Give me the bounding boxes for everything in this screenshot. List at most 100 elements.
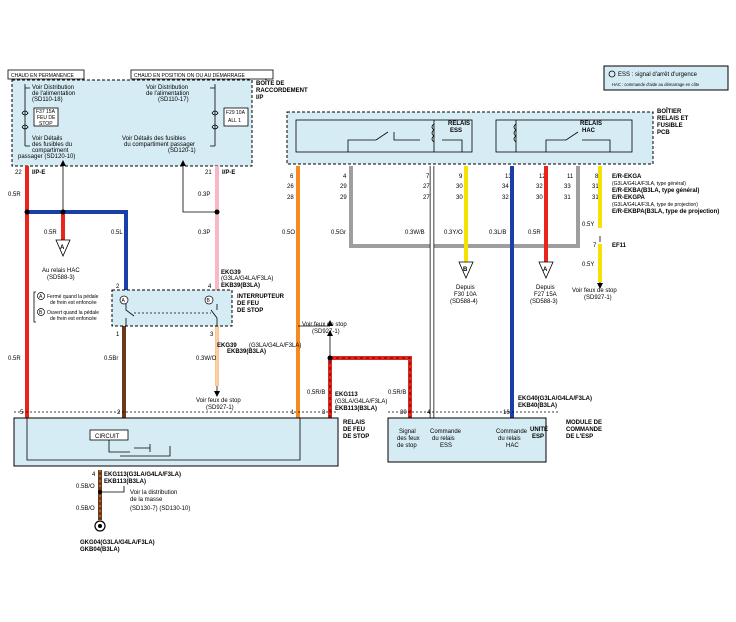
ground-label-1: GKG04(G3LA/G4LA/F3LA): [80, 540, 155, 546]
label-chaud-permanence: CHAUD EN PERMANENCE: [11, 73, 74, 79]
wire-label-05R: 0.5R: [8, 192, 21, 198]
marker-b-f30: B: [463, 267, 468, 273]
rb-pin-r1-3: 9: [459, 174, 463, 180]
brake-relay: CIRCUIT 5 2 1 3 EKG113 (G3LA/G4LA/F3LA) …: [13, 392, 387, 485]
esp-unit-2: ESP: [532, 434, 544, 440]
sw-conn-top-1: EKG39: [221, 270, 241, 276]
rb-pin-ef: 7: [593, 243, 597, 249]
esp-title-3: DE L'ESP: [566, 434, 593, 440]
jb-conn-left: I/P-E: [32, 170, 45, 176]
rb-title-2: RELAIS ET: [657, 116, 689, 122]
jb-conn-right: I/P-E: [222, 170, 235, 176]
rb-pin-r3-0: 28: [287, 195, 294, 201]
rb-pin-r3-3: 30: [456, 195, 463, 201]
sw-pin-2: 2: [116, 284, 120, 290]
rb-pin-r2-5: 32: [536, 184, 543, 190]
wire-label-05RB-b: 0.5R/B: [388, 390, 406, 396]
rb-pin-r1-7: 8: [595, 174, 599, 180]
rb-pin-r2-0: 26: [287, 184, 294, 190]
rb-pin-r1-1: 4: [343, 174, 347, 180]
sw-title-2: DE FEU: [237, 301, 259, 307]
sw-conn-bot-1: EKG39: [217, 343, 237, 349]
esp-title-1: MODULE DE: [566, 420, 602, 426]
esp-pin-4: 4: [427, 410, 431, 416]
jb-fuse-left-name-1: FEU DE: [37, 115, 56, 121]
ref-f27-1: Depuis: [536, 285, 555, 291]
relay-pin-4: 4: [92, 472, 96, 478]
sw-conn-bot-3: EKB39(B3LA): [227, 349, 266, 355]
relay-pin-3: 3: [322, 410, 326, 416]
ref-masse-3: (SD130-7) (SD130-10): [130, 506, 190, 512]
marker-a-hac: A: [60, 245, 65, 251]
rb-pin-r1-5: 12: [539, 174, 546, 180]
esp-col1-2: des feux: [397, 436, 420, 442]
relay-conn-top-1: EKG113: [335, 392, 358, 398]
rb-title-3: FUSIBLE: [657, 123, 683, 129]
esp-col2-1: Commande: [430, 429, 462, 435]
jb-fuse-left-name-2: STOP: [39, 121, 53, 127]
esp-col3-3: HAC: [506, 443, 519, 449]
esp-col1-1: Signal: [399, 429, 416, 435]
triangle-b-f30: [458, 261, 474, 279]
esp-col2-2: du relais: [432, 436, 455, 442]
legend-hac: HAC : commande d'aide au démarrage en cô…: [612, 82, 700, 87]
sw-conn-bot-2: (G3LA/G4LA/F3LA): [249, 343, 301, 349]
rb-conn-2: (G3LA/G4LA/F3LA, type général): [612, 181, 686, 187]
wire-label-03P-top: 0.3P: [198, 192, 210, 198]
relay-circuit-label: CIRCUIT: [95, 434, 120, 440]
rb-title-1: BOÎTIER: [657, 107, 682, 115]
relay-title-2: DE FEU: [343, 427, 365, 433]
wire-label-05R-relay: 0.5R: [528, 230, 541, 236]
legend: ESS : signal d'arrêt d'urgence HAC : com…: [603, 65, 729, 91]
wire-label-05BO-b: 0.5B/O: [76, 506, 95, 512]
wire-label-03P: 0.3P: [198, 230, 210, 236]
relay-conn-top-2: (G3LA/G4LA/F3LA): [335, 399, 387, 405]
relay-box: BOÎTIER RELAIS ET FUSIBLE PCB RELAIS ESS…: [286, 107, 719, 215]
ref-feux-sw-2: (SD927-1): [206, 405, 234, 411]
relay-hac-label-2: HAC: [582, 128, 596, 134]
relay-ess-label-1: RELAIS: [448, 121, 470, 127]
wire-label-05R-hac: 0.5R: [44, 230, 57, 236]
wires: [24, 160, 603, 520]
jb-right-details-2: du compartiment passager: [124, 142, 195, 148]
esp-col1-3: de stop: [397, 443, 417, 449]
jb-left-details-1: Voir Détails: [32, 136, 62, 142]
ref-masse-1: Voir la distribution: [130, 490, 177, 496]
label-chaud-position: CHAUD EN POSITION ON OU AU DÉMARRAGE: [134, 72, 246, 79]
rb-pin-r2-1: 29: [340, 184, 347, 190]
jb-title-3: I/P: [256, 95, 263, 101]
ref-f30-2: F30 10A: [454, 292, 477, 298]
ref-f30-1: Depuis: [456, 285, 475, 291]
wire-label-03WO: 0.3W/O: [196, 356, 217, 362]
rb-pin-r1-6: 11: [567, 174, 574, 180]
jb-right-dist-2: de l'alimentation: [146, 91, 189, 97]
rb-title-4: PCB: [657, 130, 670, 136]
jb-right-dist-1: Voir Distribution: [146, 85, 188, 91]
esp-col2-3: ESS: [440, 443, 452, 449]
rb-conn-6: E/R-EKBPA(B3LA, type de projection): [612, 209, 719, 215]
ref-f30-3: (SD588-4): [450, 299, 478, 305]
esp-unit-1: UNITÉ: [530, 425, 548, 433]
wire-label-05Y-1: 0.5Y: [582, 222, 594, 228]
relay-title-1: RELAIS: [343, 420, 365, 426]
jb-title-1: BOÎTE DE: [256, 79, 284, 87]
relay-box-pins: 6 4 7 9 13 12 11 8 26 29 27 30 34 32 33 …: [287, 174, 599, 201]
relay-pin-5: 5: [20, 410, 24, 416]
jb-fuse-right-rating: F29 10A: [226, 110, 246, 116]
wire-label-05Br: 0.5Br: [104, 356, 118, 362]
jb-left-dist-2: de l'alimentation: [32, 91, 75, 97]
esp-pin-30: 30: [400, 410, 407, 416]
jb-fuse-right-name: ALL 1: [228, 118, 241, 124]
ref-feux-mid-2: (SD927-1): [312, 329, 340, 335]
esp-title-2: COMMANDE: [566, 427, 602, 433]
esp-col3-1: Commande: [496, 429, 528, 435]
sw-pin-3: 3: [210, 332, 214, 338]
rb-conn-1: E/R-EKGA: [612, 174, 642, 180]
note-mark-b: B: [39, 310, 43, 316]
sw-pin-1: 1: [116, 332, 120, 338]
relay-title-3: DE STOP: [343, 434, 369, 440]
ref-masse-2: de la masse: [130, 497, 163, 503]
ref-hac-2: (SD588-3): [47, 275, 75, 281]
rb-pin-r2-3: 30: [456, 184, 463, 190]
ref-feux-sw-1: Voir feux de stop: [196, 398, 241, 404]
